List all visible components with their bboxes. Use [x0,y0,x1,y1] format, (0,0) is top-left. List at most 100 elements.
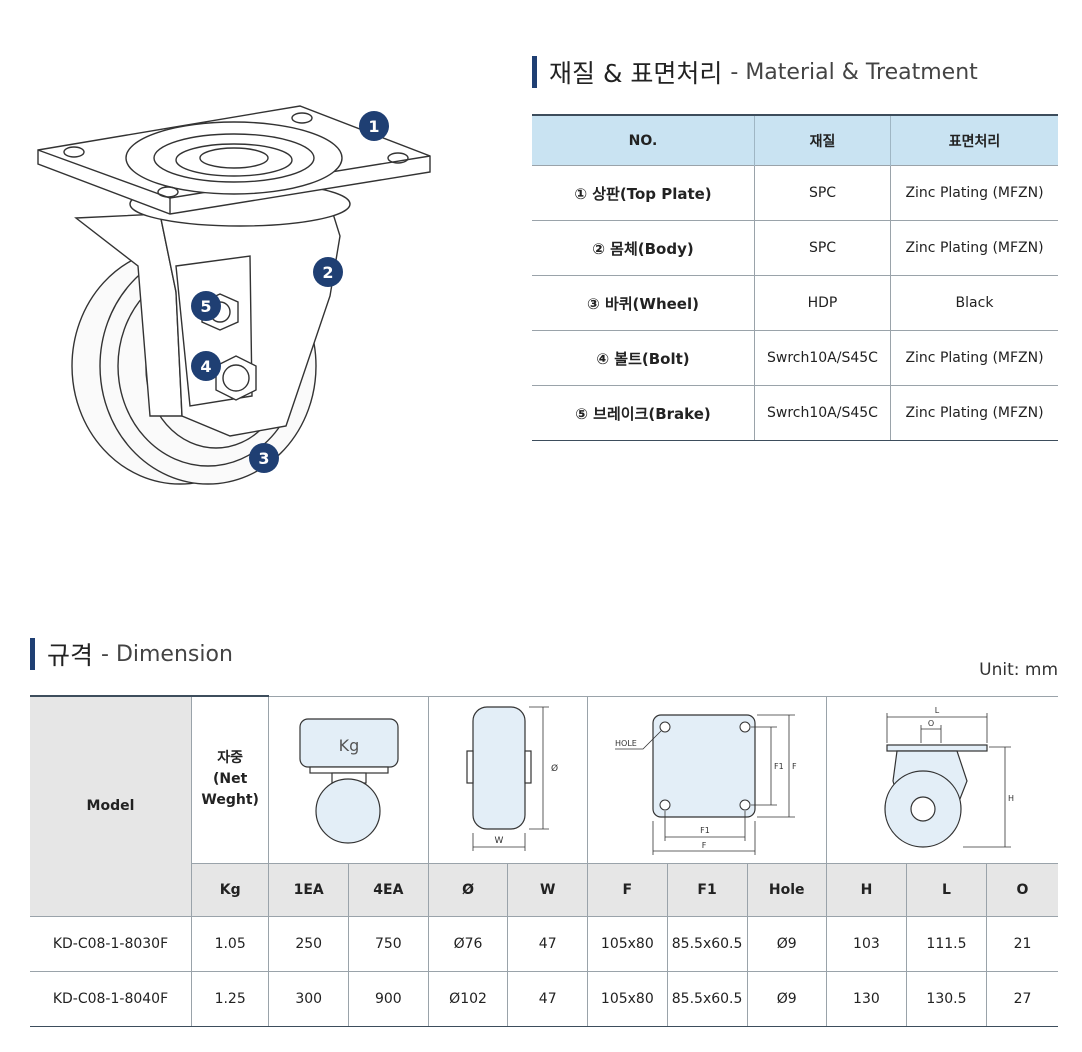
part-name: ⑤ 브레이크(Brake) [532,385,755,441]
col-1ea: 1EA [268,862,350,917]
title-accent-bar [30,638,35,670]
col-f: F [587,862,668,917]
material-header-row: NO. 재질 표면처리 [532,114,1058,166]
cell-hole: Ø9 [746,970,827,1027]
cell-h: 103 [825,915,907,972]
cell-l: 111.5 [905,915,988,972]
title-accent-bar [532,56,537,88]
svg-text:2: 2 [322,263,333,282]
part-material: Swrch10A/S45C [754,385,891,441]
h-label: H [1008,794,1014,803]
header-treatment: 표면처리 [890,114,1058,166]
wheel-diagram: W Ø [466,705,558,851]
cell-f: 105x80 [587,970,668,1027]
cell-4ea: 900 [348,970,429,1027]
part-treatment: Zinc Plating (MFZN) [890,330,1058,386]
part-treatment: Black [890,275,1058,331]
callout-1: 1 [359,111,389,141]
callout-5: 5 [191,291,221,321]
cell-o: 21 [986,915,1058,972]
table-row: KD-C08-1-8040F 1.25 300 900 Ø102 47 105x… [30,970,1058,1027]
drawing-row: Model 자중 (Net Weght) Kg [30,695,1058,917]
caster-side-drawing: L O H [825,695,1058,864]
cell-f1: 85.5x60.5 [666,970,748,1027]
f1-side-label: F1 [774,762,784,771]
cell-1ea: 300 [268,970,350,1027]
col-h: H [825,862,907,917]
part-material: HDP [754,275,891,331]
part-material: SPC [754,165,891,221]
col-diameter: Ø [427,862,509,917]
f-side-label: F [792,762,797,771]
hole-label: HOLE [615,739,637,748]
callout-3: 3 [249,443,279,473]
table-row: ③ 바퀴(Wheel) HDP Black [532,275,1058,331]
cell-kg: 1.25 [190,970,270,1027]
dimension-title-ko: 규격 [47,641,94,670]
cell-kg: 1.05 [190,915,270,972]
table-row: ⑤ 브레이크(Brake) Swrch10A/S45C Zinc Plating… [532,385,1058,441]
unit-label: Unit: mm [979,660,1058,680]
header-no: NO. [532,114,755,166]
table-row: ② 몸체(Body) SPC Zinc Plating (MFZN) [532,220,1058,276]
material-section-title: 재질 & 표면처리 - Material & Treatment [532,54,978,90]
cell-h: 130 [825,970,907,1027]
cell-width: 47 [507,970,588,1027]
caster-dimension-diagram: L O H [884,706,1014,848]
callout-2: 2 [313,257,343,287]
weight-label-ko: 자중 [217,750,244,767]
l-label: L [935,706,940,715]
part-name: ③ 바퀴(Wheel) [532,275,755,331]
column-header-row: Kg 1EA 4EA Ø W F F1 Hole H L O [30,862,1058,917]
part-name: ② 몸체(Body) [532,220,755,276]
header-model: Model [30,695,192,917]
cell-diameter: Ø102 [427,970,509,1027]
col-l: L [905,862,988,917]
header-material: 재질 [754,114,891,166]
cell-f: 105x80 [587,915,668,972]
cell-l: 130.5 [905,970,988,1027]
f-label: F [702,841,707,850]
weight-label-en2: Weght) [201,792,259,809]
material-title-ko: 재질 & 표면처리 [549,59,723,88]
part-material: Swrch10A/S45C [754,330,891,386]
part-treatment: Zinc Plating (MFZN) [890,220,1058,276]
f1-label: F1 [701,826,711,835]
load-drawing: Kg [268,695,429,864]
cell-diameter: Ø76 [427,915,509,972]
w-label: W [494,836,503,846]
svg-text:1: 1 [368,117,379,136]
cell-4ea: 750 [348,915,429,972]
cell-o: 27 [986,970,1058,1027]
col-4ea: 4EA [348,862,429,917]
cell-model: KD-C08-1-8040F [30,970,192,1027]
caster-illustration: 1 2 3 4 5 [37,105,431,485]
cell-hole: Ø9 [746,915,827,972]
part-treatment: Zinc Plating (MFZN) [890,385,1058,441]
o-label: O [928,719,934,728]
wheel-drawing: W Ø [427,695,589,864]
header-weight: 자중 (Net Weght) [190,695,270,864]
cell-f1: 85.5x60.5 [666,915,748,972]
part-name: ④ 볼트(Bolt) [532,330,755,386]
weight-label-en1: (Net [213,771,248,788]
cell-model: KD-C08-1-8030F [30,915,192,972]
col-width: W [507,862,588,917]
cell-1ea: 250 [268,915,350,972]
table-row: ④ 볼트(Bolt) Swrch10A/S45C Zinc Plating (M… [532,330,1058,386]
table-row: KD-C08-1-8030F 1.05 250 750 Ø76 47 105x8… [30,915,1058,972]
col-f1: F1 [666,862,748,917]
col-o: O [986,862,1058,917]
cell-width: 47 [507,915,588,972]
dimension-section-title: 규격 - Dimension [30,636,233,672]
svg-text:4: 4 [200,357,211,376]
part-material: SPC [754,220,891,276]
dimension-table: Model 자중 (Net Weght) Kg [30,695,1058,1027]
col-hole: Hole [746,862,827,917]
part-name: ① 상판(Top Plate) [532,165,755,221]
col-kg: Kg [191,862,270,917]
svg-text:5: 5 [200,297,211,316]
part-treatment: Zinc Plating (MFZN) [890,165,1058,221]
svg-text:3: 3 [258,449,269,468]
top-plate-diagram: HOLE F1 F F1 F [615,713,797,855]
